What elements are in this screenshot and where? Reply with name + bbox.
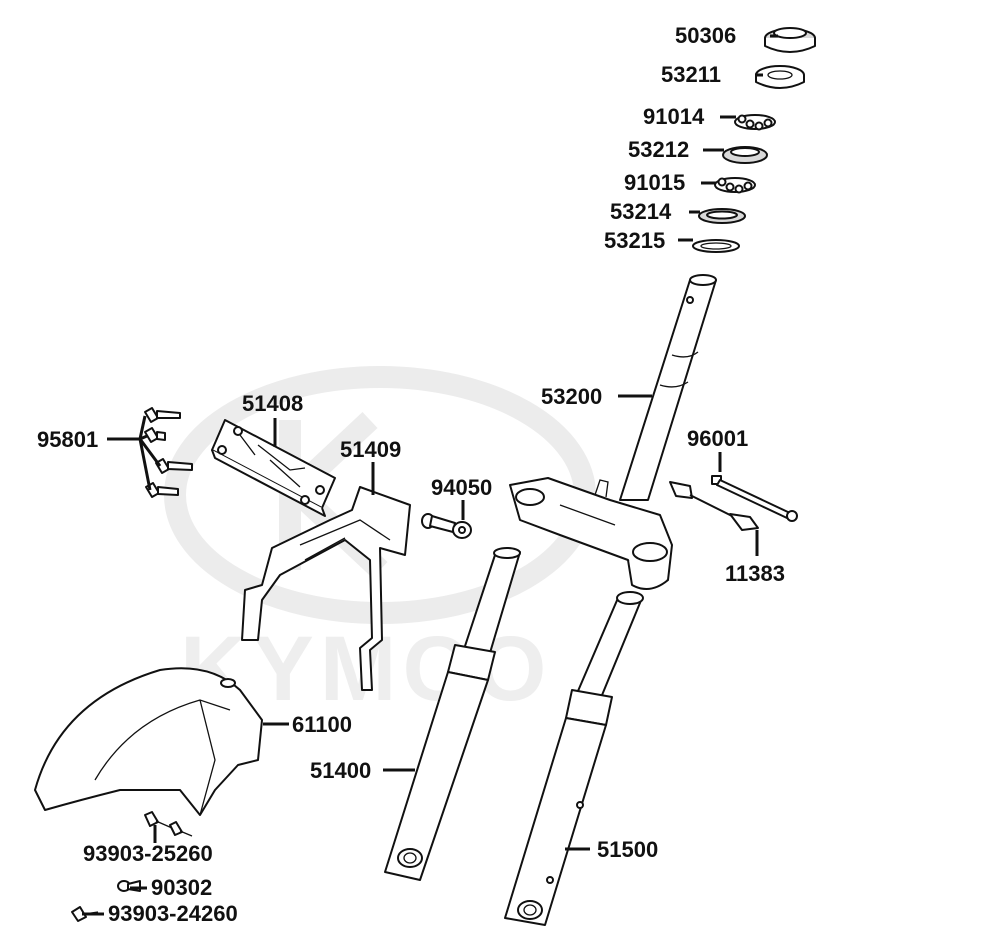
label-51400: 51400 <box>310 758 371 783</box>
part-labels: 50306 53211 91014 53212 91015 53214 5321… <box>37 23 785 926</box>
label-93903-25260: 93903-25260 <box>83 841 213 866</box>
part-11383-cable-guide <box>669 481 759 531</box>
part-61100-front-fender <box>34 667 263 816</box>
part-93903-25260-screws <box>144 811 193 837</box>
part-51408-plate <box>211 419 336 517</box>
part-53215-washer <box>692 239 740 253</box>
label-94050: 94050 <box>431 475 492 500</box>
part-91014-bearing <box>734 114 776 131</box>
part-51400-left-fork <box>384 547 521 881</box>
label-93903-24260: 93903-24260 <box>108 901 238 926</box>
label-51409: 51409 <box>340 437 401 462</box>
label-90302: 90302 <box>151 875 212 900</box>
part-51500-right-fork <box>504 591 644 926</box>
part-53200-steering-stem <box>509 274 717 590</box>
label-95801: 95801 <box>37 427 98 452</box>
part-96001-bolt <box>711 475 798 522</box>
part-50306-nut <box>764 27 816 53</box>
part-53211-nut <box>755 65 805 89</box>
label-11383: 11383 <box>725 561 785 586</box>
label-51500: 51500 <box>597 837 658 862</box>
label-96001: 96001 <box>687 426 748 451</box>
leader-lines <box>82 34 778 916</box>
label-91014: 91014 <box>643 104 705 129</box>
label-61100: 61100 <box>292 712 352 737</box>
part-53214-race <box>698 208 746 224</box>
label-53212: 53212 <box>628 137 689 162</box>
label-53214: 53214 <box>610 199 672 224</box>
label-53215: 53215 <box>604 228 665 253</box>
label-53200: 53200 <box>541 384 602 409</box>
part-94050-bolt <box>421 513 472 539</box>
part-95801-bolts <box>144 407 193 498</box>
part-91015-bearing <box>714 177 756 194</box>
part-53212-race <box>722 146 768 164</box>
label-50306: 50306 <box>675 23 736 48</box>
label-51408: 51408 <box>242 391 303 416</box>
label-91015: 91015 <box>624 170 685 195</box>
label-53211: 53211 <box>661 62 721 87</box>
part-51409-bracket <box>241 486 411 691</box>
